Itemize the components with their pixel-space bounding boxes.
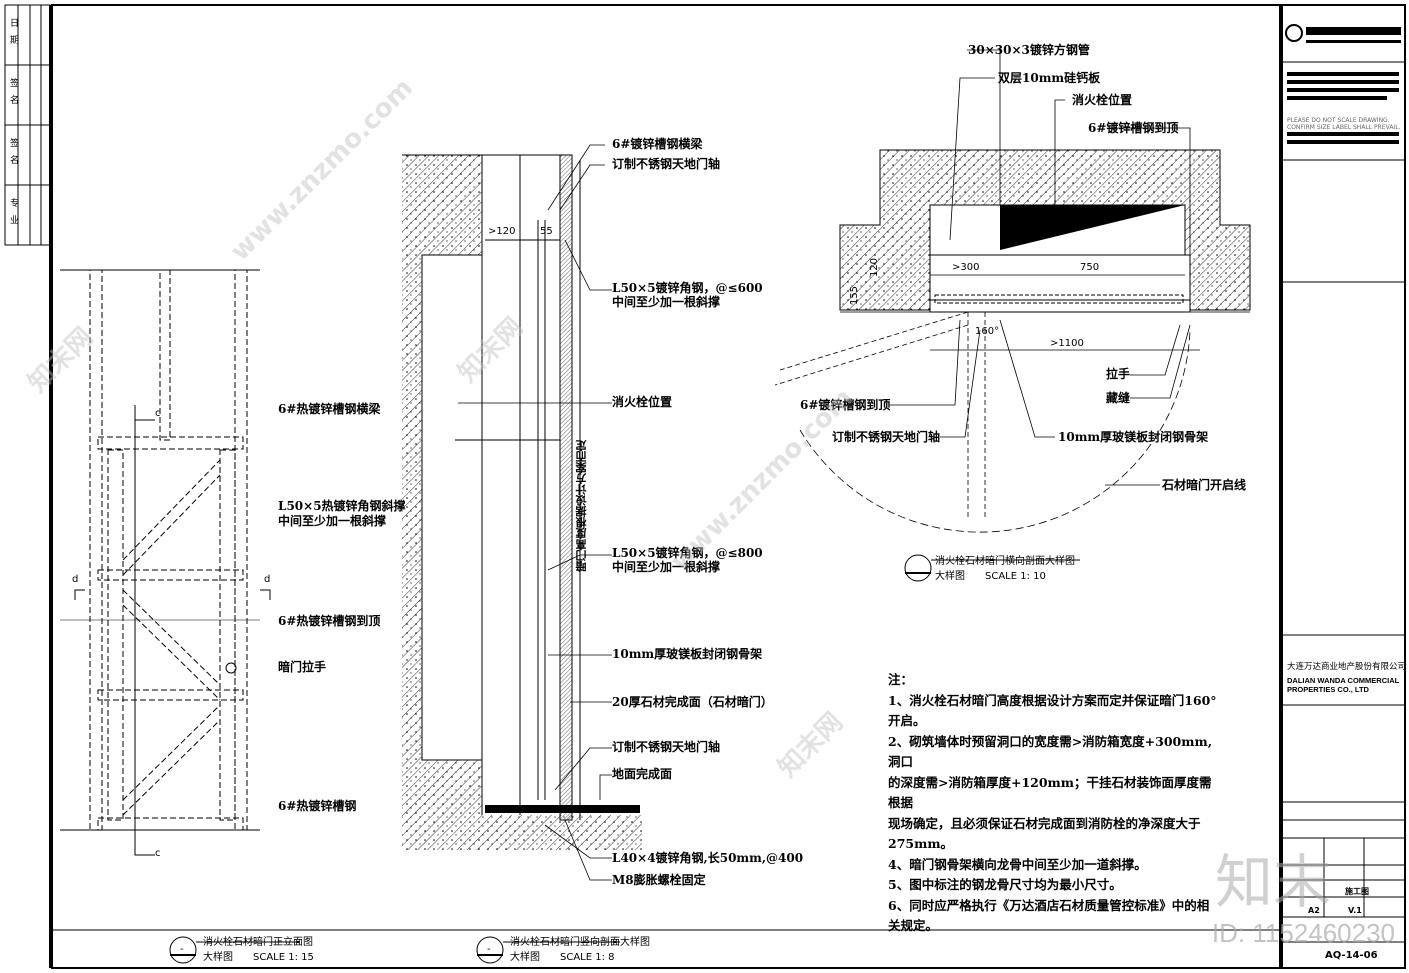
company-name-redacted — [1306, 27, 1401, 35]
vsection-title: 消火栓石材暗门竖向剖面大样图 — [510, 937, 650, 948]
notes-block: 注： 1、消火栓石材暗门高度根据设计方案而定并保证暗门160° 开启。 2、砌筑… — [888, 670, 1218, 937]
watermark-logo: 知末 — [1215, 848, 1332, 916]
section-mark: c — [155, 848, 161, 859]
hsec-label: 10mm厚玻镁板封闭钢骨架 — [1058, 430, 1209, 444]
elevation-scale: SCALE 1: 15 — [253, 952, 314, 963]
note-line: 的深度需>消防箱厚度+120mm；干挂石材装饰面厚度需根据 — [888, 774, 1212, 811]
redacted-text — [1287, 72, 1399, 76]
elev-label: 6#热镀锌槽钢到顶 — [278, 614, 381, 628]
vsec-label: 订制不锈钢天地门轴 — [612, 157, 721, 171]
hsec-label: 订制不锈钢天地门轴 — [832, 430, 941, 444]
hsec-label: 消火栓位置 — [1072, 93, 1133, 107]
strip-label-sign-2: 签名 — [8, 138, 18, 172]
company-en-redacted — [1306, 40, 1401, 43]
hsection-title: 消火栓石材暗门横向剖面大样图 — [935, 556, 1075, 567]
elevation-subtitle: 大样图 — [203, 952, 233, 963]
stage: 施工图 — [1345, 887, 1369, 896]
strip-label-date: 日期 — [8, 18, 18, 52]
vertical-note: 暗门高度根据设计方案而定 — [575, 440, 588, 572]
section-mark: c — [155, 408, 161, 419]
vsec-label: L50×5镀锌角钢，@≤600 — [612, 281, 763, 295]
hsec-label: 石材暗门开启线 — [1162, 478, 1247, 492]
note-line: 开启。 — [888, 713, 926, 728]
hsec-label: 拉手 — [1106, 367, 1131, 381]
hsection-subtitle: 大样图 — [935, 571, 965, 582]
hsec-label: 藏缝 — [1106, 391, 1131, 405]
note-line: 275mm。 — [888, 836, 954, 851]
drawing-number: AQ-14-06 — [1325, 950, 1378, 961]
client-name-en: DALIAN WANDA COMMERCIAL PROPERTIES CO., … — [1287, 676, 1400, 694]
strip-label-sign: 签名 — [8, 78, 18, 112]
hsec-label: 30×30×3镀锌方钢管 — [968, 43, 1090, 57]
vsection-scale: SCALE 1: 8 — [560, 952, 615, 963]
scale-note: PLEASE DO NOT SCALE DRAWING. CONFIRM SIZ… — [1287, 117, 1401, 131]
strip-label-discipline: 专业 — [8, 198, 18, 232]
note-line: 关规定。 — [888, 918, 939, 933]
redacted-text — [1287, 88, 1399, 92]
title-symbol: - — [487, 944, 491, 955]
vsec-label: 6#镀锌槽钢横梁 — [612, 137, 703, 151]
dim-label: >300 — [952, 262, 980, 273]
vsec-label: 中间至少加一根斜撑 — [612, 295, 721, 309]
elev-label: L50×5热镀锌角钢斜撑 — [278, 499, 406, 513]
redacted-text — [1287, 132, 1399, 136]
vsection-subtitle: 大样图 — [510, 952, 540, 963]
vsec-label: L40×4镀锌角钢,长50mm,@400 — [612, 851, 804, 865]
angle-label: 160° — [975, 326, 1000, 337]
notes-heading: 注： — [888, 672, 914, 687]
vsec-label: 20厚石材完成面（石材暗门） — [612, 695, 773, 709]
redacted-text — [1287, 96, 1387, 100]
elev-label: 6#热镀锌槽钢横梁 — [278, 402, 381, 416]
elevation-title: 消火栓石材暗门正立面图 — [203, 937, 313, 948]
vsec-label: 地面完成面 — [612, 767, 673, 781]
vsec-label: 中间至少加一根斜撑 — [612, 560, 721, 574]
vsec-label: L50×5镀锌角钢，@≤800 — [612, 546, 763, 560]
section-mark: d — [264, 574, 271, 585]
hsec-label: 双层10mm硅钙板 — [998, 71, 1101, 85]
note-line: 现场确定，且必须保证石材完成面到消防栓的净深度大于 — [888, 815, 1201, 831]
dim-label: 120 — [869, 257, 881, 278]
note-line: 5、图中标注的钢龙骨尺寸均为最小尺寸。 — [888, 877, 1122, 892]
hsection-scale: SCALE 1: 10 — [985, 571, 1046, 582]
dim-label: >120 — [488, 226, 516, 237]
redacted-text — [1287, 80, 1399, 84]
section-mark: d — [72, 574, 79, 585]
note-line: 1、消火栓石材暗门高度根据设计方案而定并保证暗门160° — [888, 692, 1217, 708]
elev-label: 暗门拉手 — [278, 660, 327, 674]
note-line: 6、同时应严格执行《万达酒店石材质量管控标准》中的相 — [888, 897, 1210, 913]
vsec-label: 10mm厚玻镁板封闭钢骨架 — [612, 647, 763, 661]
dim-label: 55 — [540, 226, 553, 237]
hsec-label: 6#镀锌槽钢到顶 — [1088, 121, 1179, 135]
vsec-label: 消火栓位置 — [612, 395, 673, 409]
redacted-text — [1287, 140, 1399, 144]
dim-label: 750 — [1080, 262, 1100, 273]
elev-label: 中间至少加一根斜撑 — [278, 514, 387, 528]
drawing-size: A2 — [1308, 906, 1320, 915]
version: V.1 — [1348, 906, 1362, 915]
dim-label: >1100 — [1050, 338, 1084, 349]
note-line: 4、暗门钢骨架横向龙骨中间至少加一道斜撑。 — [888, 856, 1147, 872]
client-name: 大连万达商业地产股份有限公司 — [1287, 662, 1407, 672]
dim-label: 155 — [849, 285, 861, 306]
vsec-label: M8膨胀螺栓固定 — [612, 873, 706, 887]
vsec-label: 订制不锈钢天地门轴 — [612, 740, 721, 754]
note-line: 2、砌筑墙体时预留洞口的宽度需>消防箱宽度+300mm,洞口 — [888, 733, 1213, 770]
hsec-label: 6#镀锌槽钢到顶 — [800, 398, 891, 412]
title-symbol: - — [180, 944, 184, 955]
elev-label: 6#热镀锌槽钢 — [278, 799, 357, 813]
watermark-id: ID: 1152460230 — [1211, 918, 1395, 948]
